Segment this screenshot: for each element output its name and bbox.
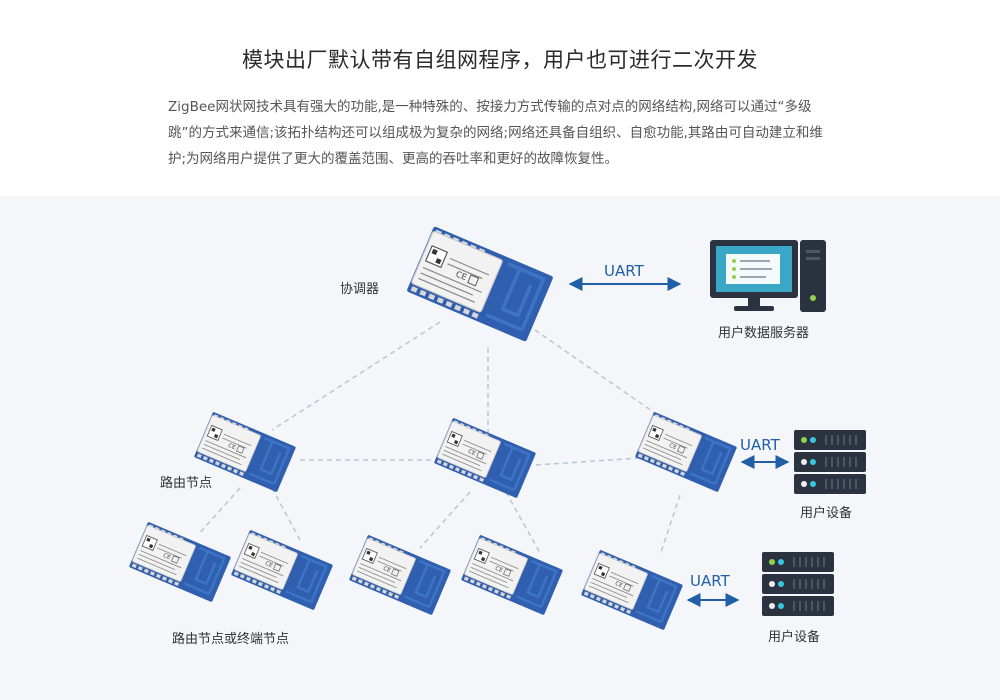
uart-label-bottom: UART (690, 572, 730, 590)
uart-label-mid: UART (740, 436, 780, 454)
end-module-4 (459, 533, 565, 617)
link-coordinator-router-left (271, 321, 441, 431)
end-module-5 (579, 548, 685, 632)
server-rack-icon (761, 551, 835, 617)
router-label: 路由节点 (160, 476, 213, 491)
uart-label-top: UART (604, 262, 644, 280)
coordinator-module (404, 224, 556, 344)
diagram-canvas: CE (127, 224, 867, 632)
server-rack-icon (793, 429, 867, 495)
link-center-child1 (419, 491, 471, 549)
device-label-2: 用户设备 (768, 630, 821, 645)
page-description: ZigBee网状网技术具有强大的功能,是一种特殊的、按接力方式传输的点对点的网络… (168, 99, 823, 167)
router-module-center (432, 416, 538, 500)
network-diagram: CE (0, 196, 1000, 700)
desktop-computer-icon (710, 240, 826, 312)
link-center-right (535, 457, 641, 466)
link-left-child1 (197, 487, 241, 536)
link-right-child (659, 494, 681, 556)
page-title: 模块出厂默认带有自组网程序，用户也可进行二次开发 (242, 48, 758, 72)
mesh-links (197, 321, 681, 556)
end-module-1 (127, 520, 233, 604)
coordinator-label: 协调器 (340, 282, 380, 297)
router-or-end-label: 路由节点或终端节点 (172, 632, 290, 647)
link-coordinator-router-right (534, 329, 666, 421)
device-label-1: 用户设备 (800, 506, 853, 521)
end-module-2 (229, 528, 335, 612)
server-label: 用户数据服务器 (718, 326, 810, 341)
router-module-right (633, 410, 739, 494)
link-center-child2 (505, 491, 541, 554)
link-left-child2 (271, 487, 301, 541)
end-module-3 (347, 533, 453, 617)
header: 模块出厂默认带有自组网程序，用户也可进行二次开发 ZigBee网状网技术具有强大… (0, 0, 1000, 196)
